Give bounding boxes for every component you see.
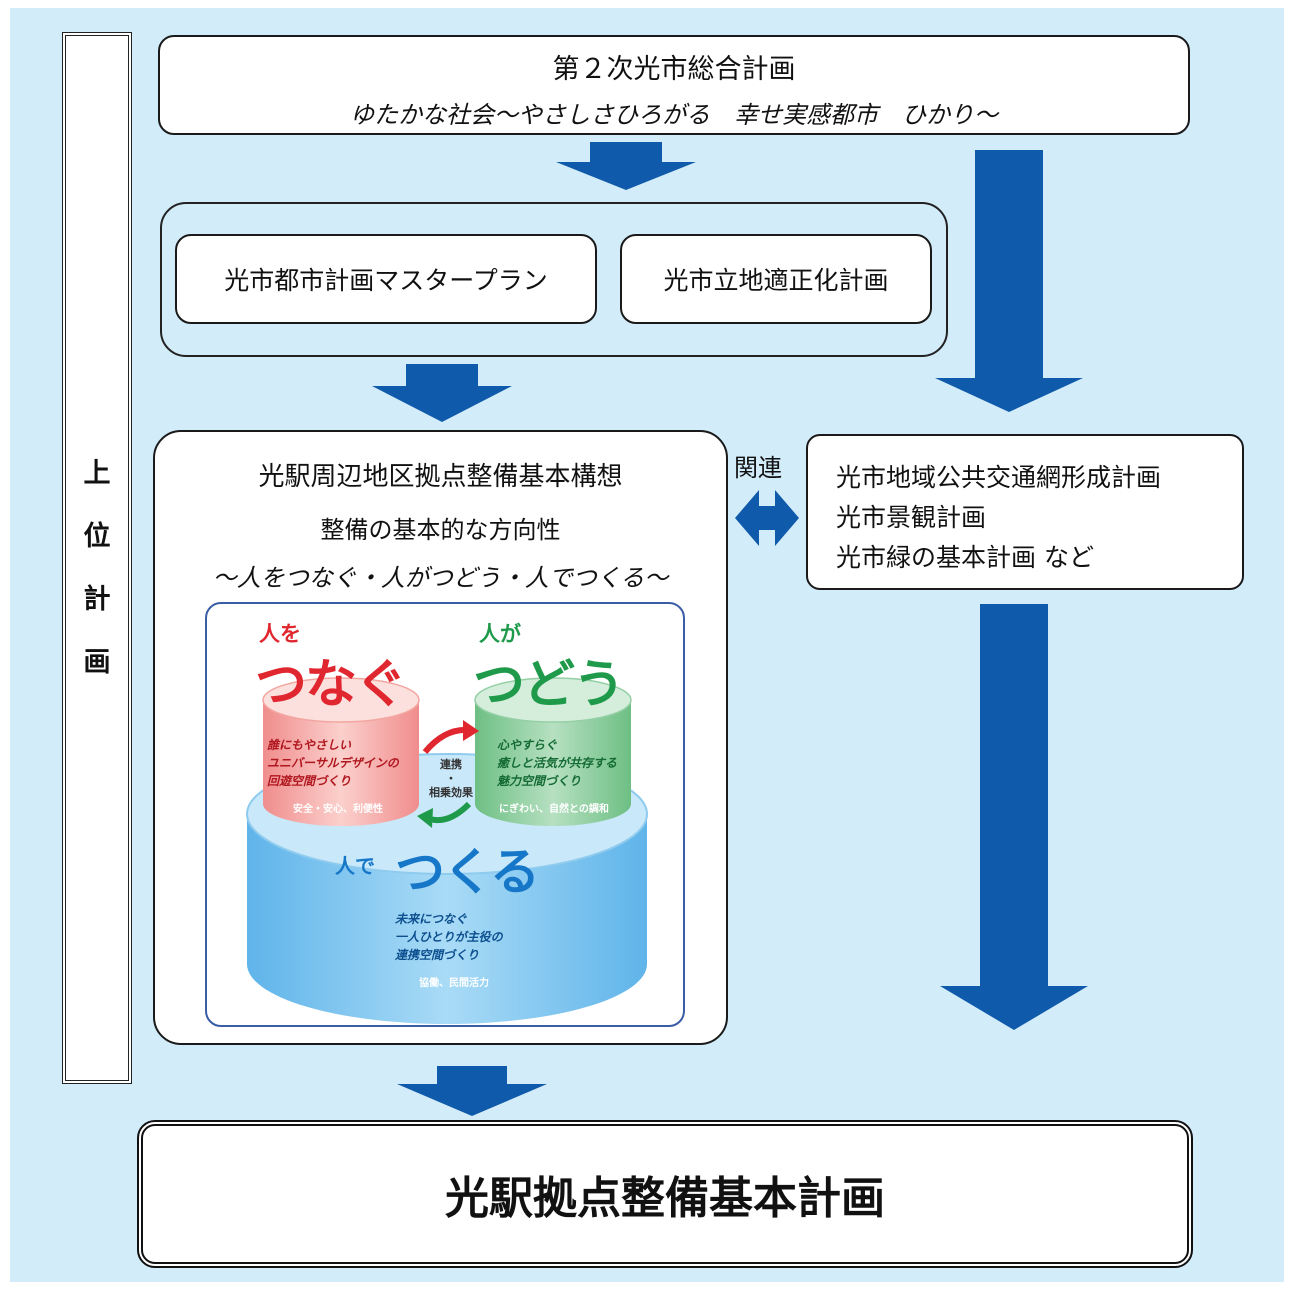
tsudou-desc-3: 魅力空間づくり [497,774,582,788]
concept-subtitle: 整備の基本的な方向性 [320,516,561,544]
tsukuru-desc-2: 一人ひとりが主役の [395,930,503,944]
related-plans-box: 光市地域公共交通網形成計画 光市景観計画 光市緑の基本計画 など [806,434,1244,590]
comprehensive-plan-slogan: ゆたかな社会〜やさしさひろがる 幸せ実感都市 ひかり〜 [350,101,998,129]
tsudou-small: 人が [479,622,521,646]
tsukuru-desc-3: 連携空間づくり [395,948,480,962]
red-cylinder [262,677,420,826]
synergy-label-2: ・ [445,772,457,785]
concept-graphic-frame: 人を つなぐ 誰にもやさしい ユニバーサルデザインの 回遊空間づくり 安全・安心… [205,602,685,1027]
siting-plan-label: 光市立地適正化計画 [663,266,889,295]
tsunagu-desc-1: 誰にもやさしい [267,738,352,752]
tsunagu-big: つなぐ [255,655,407,715]
tsudou-desc-2: 癒しと活気が共存する [497,756,618,770]
green-cylinder [474,677,632,826]
comprehensive-plan-title: 第２次光市総合計画 [552,54,796,85]
tsunagu-desc-2: ユニバーサルデザインの [267,756,399,770]
arrow-top-to-related [935,150,1083,412]
related-plan-3: 光市緑の基本計画 など [836,543,1094,572]
related-plan-2: 光市景観計画 [836,503,987,532]
concept-graphic-svg [246,677,648,1024]
tsukuru-big: つくる [395,843,540,901]
arrow-middle-to-concept [372,364,512,422]
siting-plan-box: 光市立地適正化計画 [620,234,932,324]
tsunagu-small: 人を [259,622,301,646]
upper-plan-char-2: 位 [83,521,111,552]
final-plan-title: 光駅拠点整備基本計画 [445,1173,885,1224]
tsunagu-tag: 安全・安心、利便性 [293,804,383,815]
upper-plan-label-frame: 上 位 計 画 [62,32,132,1084]
arrow-concept-to-final [397,1066,547,1116]
concept-title: 光駅周辺地区拠点整備基本構想 [258,462,623,492]
concept-motto: 〜人をつなぐ・人がつどう・人でつくる〜 [212,564,669,592]
tsudou-big: つどう [473,655,625,715]
upper-plan-char-3: 計 [83,584,111,615]
synergy-arrows [417,720,479,828]
synergy-label-3: 相乗効果 [429,786,473,799]
tsukuru-small: 人で [335,854,375,878]
relation-double-arrow [735,490,799,546]
tsunagu-desc-3: 回遊空間づくり [267,774,352,788]
synergy-label-1: 連携 [440,758,462,771]
comprehensive-plan-box: 第２次光市総合計画 ゆたかな社会〜やさしさひろがる 幸せ実感都市 ひかり〜 [158,35,1190,135]
related-plan-1: 光市地域公共交通網形成計画 [836,463,1162,492]
tsudou-tag: にぎわい、自然との調和 [499,804,609,815]
tsudou-desc-1: 心やすらぐ [497,738,558,752]
master-plan-box: 光市都市計画マスタープラン [175,234,597,324]
upper-plan-char-1: 上 [83,458,111,489]
tsukuru-desc-1: 未来につなぐ [395,912,468,926]
relation-label: 関連 [734,454,782,482]
arrow-top-to-middle [556,142,696,190]
final-plan-box: 光駅拠点整備基本計画 [137,1120,1193,1268]
arrow-related-to-final [940,604,1088,1030]
master-plan-label: 光市都市計画マスタープラン [224,266,548,295]
tsukuru-tag: 協働、民間活力 [419,978,489,989]
upper-plan-char-4: 画 [83,647,111,678]
